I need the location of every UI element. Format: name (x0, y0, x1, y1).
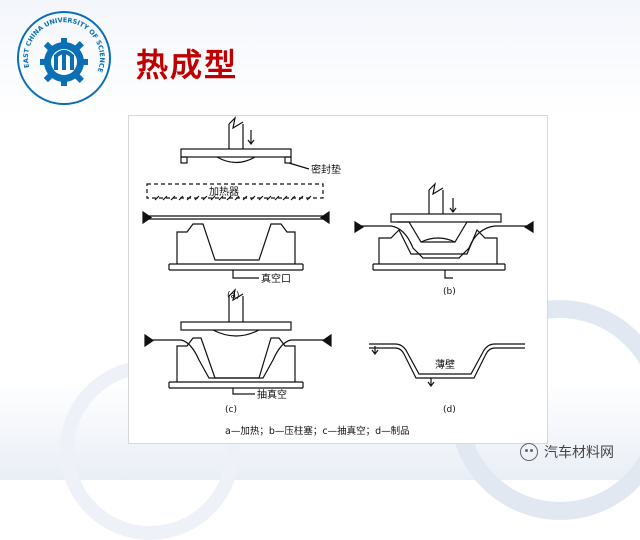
plunger-rod-b (428, 182, 444, 214)
panel-label-c: (c) (225, 405, 237, 415)
figure-caption: a—加热；b—压柱塞；c—抽真空；d—制品 (225, 425, 410, 437)
mold-a (176, 223, 296, 264)
finished-part-d (369, 343, 525, 375)
university-logo: EAST CHINA UNIVERSITY OF SCIENCE AND TEC… (16, 10, 111, 105)
label-vacuum-port: 真空口 (261, 272, 291, 285)
thermoforming-figure: 密封垫 加热器 真空口 抽真空 薄壁 (a) (b) (c) (d) a—加热；… (128, 115, 548, 444)
watermark-text: 汽车材料网 (544, 445, 614, 461)
panel-label-a: (a) (227, 291, 240, 301)
heater-a (146, 183, 324, 199)
panel-label-b: (b) (443, 287, 456, 297)
slide-title: 热成型 (136, 46, 239, 84)
mold-b (378, 228, 498, 264)
label-evacuate: 抽真空 (257, 388, 287, 401)
formed-sheet-b (359, 225, 527, 259)
plunger-platen-b (390, 213, 502, 223)
label-heater: 加热器 (209, 185, 239, 198)
mold-c (176, 337, 296, 382)
wechat-icon (520, 443, 538, 461)
watermark: 汽车材料网 (520, 442, 614, 462)
plunger-platen-a (180, 148, 292, 158)
plunger-platen-c (180, 321, 292, 331)
label-seal: 密封垫 (311, 163, 341, 176)
thermoforming-diagram: 密封垫 加热器 真空口 抽真空 薄壁 (a) (b) (c) (d) a—加热；… (142, 116, 534, 437)
label-thin-wall: 薄壁 (435, 358, 455, 371)
panel-label-d: (d) (443, 405, 456, 415)
slide-header-background (0, 0, 640, 115)
plunger-rod-c (228, 288, 244, 322)
